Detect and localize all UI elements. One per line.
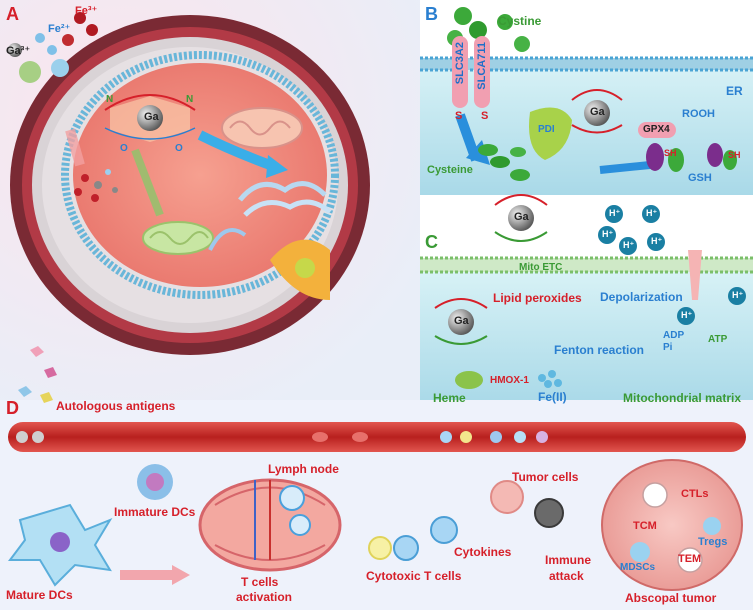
ga-c-top-label: Ga (514, 211, 529, 223)
arrow-to-er (197, 130, 272, 170)
tem-label: TEM (678, 553, 702, 565)
ga-b-label: Ga (590, 106, 605, 118)
mature-dc-cell (8, 503, 113, 587)
atp-label: ATP (708, 334, 728, 345)
slc3a2-transporter (452, 36, 468, 108)
gpx4-label: GPX4 (643, 124, 670, 135)
antigens-label: Autologous antigens (56, 399, 176, 413)
abscopal-tumor-label: Abscopal tumor (625, 591, 717, 605)
atp-synthase (688, 250, 702, 300)
heme-molecule (455, 371, 483, 389)
h-plus-2: H⁺ (646, 208, 658, 218)
h-plus-6: H⁺ (732, 290, 744, 300)
mdscs-label: MDSCs (620, 562, 656, 573)
heme-label: Heme (433, 391, 466, 405)
h-plus-3: H⁺ (602, 229, 614, 239)
ions-outside (8, 12, 98, 83)
pdi-label: PDI (538, 124, 555, 135)
tumor-cells-label: Tumor cells (512, 470, 579, 484)
pdi-protein (529, 107, 572, 160)
rooh-label: ROOH (682, 108, 715, 120)
gsh-label: GSH (688, 172, 712, 184)
er-label: ER (726, 84, 743, 98)
hmox-label: HMOX-1 (490, 375, 529, 386)
panel-a-letter: A (6, 4, 19, 24)
immature-dcs-label: Immature DCs (114, 505, 196, 519)
panel-c-letter: C (425, 232, 438, 252)
tumor-cell-killed (534, 498, 564, 528)
blood-vessel (8, 422, 746, 452)
h-plus-5: H⁺ (651, 236, 663, 246)
cytokines-label: Cytokines (454, 545, 512, 559)
adp-label: ADP (663, 330, 685, 341)
t-cells-activation-line2: activation (236, 590, 293, 604)
cytotoxic-t-cells (368, 516, 458, 561)
fe2-label: Fe²⁺ (48, 23, 71, 35)
ga-core-label: Ga (144, 111, 159, 123)
h-plus-7: H⁺ (681, 310, 693, 320)
immune-attack-line2: attack (549, 569, 584, 583)
immune-attack-line1: Immune (545, 553, 592, 567)
slc7a11-transporter (474, 36, 490, 108)
abscopal-tumor (601, 459, 743, 591)
panel-d-letter: D (6, 398, 19, 418)
h-plus-4: H⁺ (623, 240, 635, 250)
t-cells-activation-line1: T cells (241, 575, 279, 589)
ga3-label: Ga³⁺ (6, 45, 31, 57)
ctl-label: Cytotoxic T cells (366, 569, 462, 583)
ctls-label: CTLs (681, 488, 709, 500)
pi-label: Pi (663, 342, 673, 353)
panel-b-letter: B (425, 4, 438, 24)
n-right-label: N (186, 94, 194, 105)
s-left-label: S (455, 110, 463, 122)
slc3a2-label: SLC3A2 (454, 42, 466, 85)
ga-complex-cell (104, 94, 196, 142)
fe3-label: Fe³⁺ (75, 5, 98, 17)
gpx4-enzyme (638, 122, 676, 138)
proton-ions (598, 205, 746, 325)
h-plus-1: H⁺ (609, 208, 621, 218)
iron-particles (74, 169, 118, 202)
fenton-label: Fenton reaction (554, 343, 645, 357)
s-right-label: S (481, 110, 489, 122)
blood-cells (16, 431, 548, 443)
depolarization-label: Depolarization (600, 290, 683, 304)
ga-c-low-label: Ga (454, 315, 469, 327)
o-right-label: O (175, 143, 183, 154)
sh-left-label: SH (664, 148, 677, 158)
fe2-c-label: Fe(II) (538, 390, 567, 404)
lymph-node (198, 478, 342, 572)
mito-matrix-label: Mitochondrial matrix (623, 391, 742, 405)
sh-right-label: SH (728, 150, 741, 160)
tcm-label: TCM (633, 520, 657, 532)
cystine-label: Cystine (498, 14, 542, 28)
panel-b-membrane (420, 58, 753, 70)
o-left-label: O (120, 143, 128, 154)
antigen-fragments (18, 346, 57, 403)
n-left-label: N (106, 94, 114, 105)
slc7a11-label: SLCA711 (476, 42, 488, 90)
mito-etc-label: Mito ETC (519, 262, 563, 273)
mature-dcs-label: Mature DCs (6, 588, 73, 602)
tumor-cell-healthy (490, 480, 524, 514)
cysteine-label: Cysteine (427, 164, 473, 176)
lipid-peroxides-label: Lipid peroxides (493, 291, 582, 305)
organelles (142, 107, 332, 300)
mito-membrane (420, 258, 753, 272)
lymph-node-label: Lymph node (268, 462, 339, 476)
tregs-label: Tregs (698, 536, 728, 548)
